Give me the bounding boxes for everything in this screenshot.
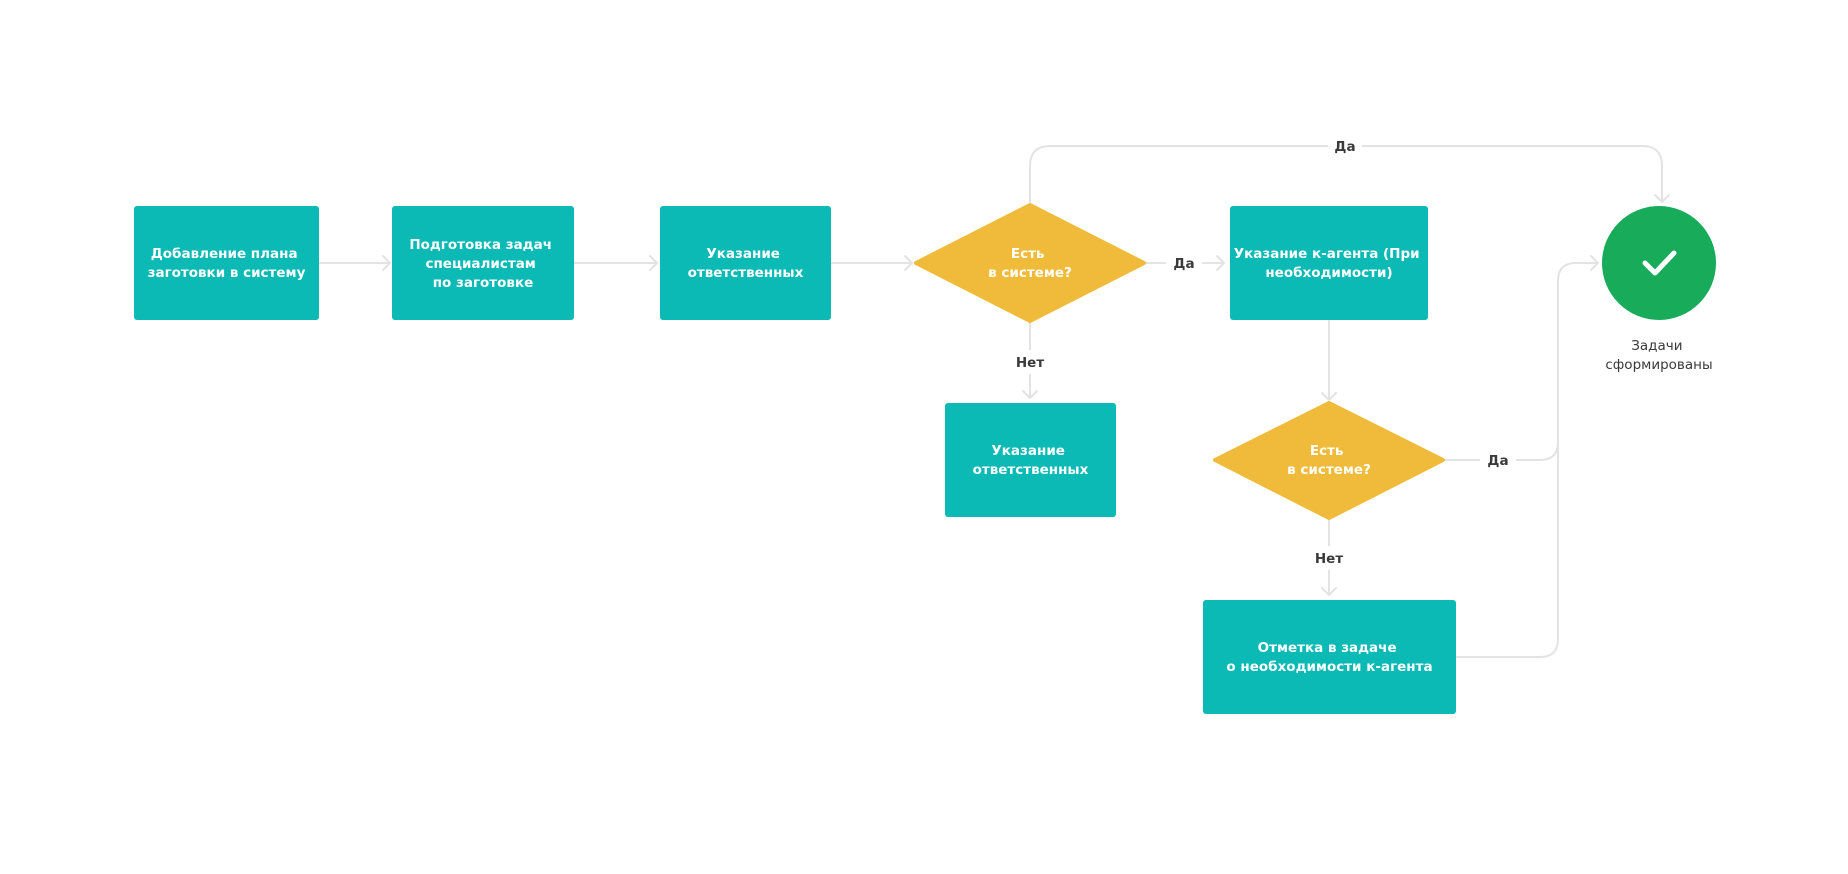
svg-text:Подготовка задач специал: Подготовка задач специалистам по заготов… [409, 237, 556, 291]
node-prepare-tasks: Подготовка задач специалистам по заготов… [392, 206, 574, 320]
edge-label-decision2-yes: Да [1487, 453, 1508, 469]
node-assign-responsible-2-line-2: ответственных [973, 462, 1089, 478]
svg-text:Есть в системе?: Есть в системе? [988, 246, 1072, 281]
node-decision-2: Есть в системе? [1213, 401, 1445, 520]
node-decision-2-line-2: в системе? [1287, 462, 1371, 478]
node-add-plan-line-1: Добавление плана [151, 246, 298, 262]
svg-text:Указание к-агента (При н: Указание к-агента (При необходимости) [1234, 246, 1425, 281]
edge-decision2-yes [1442, 255, 1599, 461]
node-assign-agent: Указание к-агента (При необходимости) [1230, 206, 1428, 320]
node-assign-responsible-2: Указание ответственных [945, 403, 1116, 517]
svg-text:Есть в системе?: Есть в системе? [1287, 443, 1371, 478]
node-add-plan: Добавление плана заготовки в систему [134, 206, 319, 320]
node-add-plan-line-2: заготовки в систему [148, 265, 306, 281]
node-decision-1-line-2: в системе? [988, 265, 1072, 281]
node-assign-responsible-1: Указание ответственных [660, 206, 831, 320]
check-icon [1642, 250, 1677, 276]
svg-text:Указание ответственных: Указание ответственных [973, 443, 1089, 478]
node-tasks-formed-line-1: Задачи [1631, 338, 1682, 354]
edge-label-top-yes: Да [1334, 139, 1355, 155]
svg-text:Указание ответственных: Указание ответственных [688, 246, 804, 281]
svg-text:Отметка в задаче о необх: Отметка в задаче о необходимости к-агент… [1226, 640, 1432, 675]
svg-text:Добавление плана заготов: Добавление плана заготовки в систему [148, 246, 306, 281]
edge-mark-to-join [1455, 439, 1559, 658]
svg-text:Задачи сформированы: Задачи сформированы [1605, 338, 1712, 373]
node-prepare-tasks-line-2: специалистам [425, 256, 535, 272]
node-assign-agent-line-2: необходимости) [1265, 265, 1392, 281]
node-tasks-formed: Задачи сформированы [1602, 206, 1716, 373]
node-assign-responsible-1-line-2: ответственных [688, 265, 804, 281]
edge-label-decision1-no: Нет [1016, 355, 1044, 371]
edge-agent-to-decision2 [1321, 319, 1337, 401]
node-decision-1-line-1: Есть [1011, 246, 1045, 262]
edge-add-to-prepare [318, 255, 391, 271]
edge-assign-to-decision1 [830, 255, 913, 271]
node-assign-agent-line-1: Указание к-агента (При [1234, 246, 1420, 262]
edge-label-decision2-no: Нет [1315, 551, 1343, 567]
edge-labels: Да Да Нет Да Нет [1009, 134, 1516, 570]
node-assign-responsible-1-line-1: Указание [706, 246, 780, 262]
edge-label-decision1-yes: Да [1173, 256, 1194, 272]
node-decision-1: Есть в системе? [914, 203, 1146, 323]
node-mark-agent-needed-line-1: Отметка в задаче [1258, 640, 1397, 656]
node-prepare-tasks-line-1: Подготовка задач [409, 237, 552, 253]
connectors [318, 145, 1670, 658]
node-decision-2-line-1: Есть [1310, 443, 1344, 459]
node-tasks-formed-line-2: сформированы [1605, 357, 1712, 373]
edge-prepare-to-assign [573, 255, 658, 271]
node-mark-agent-needed-line-2: о необходимости к-агента [1226, 659, 1432, 675]
node-prepare-tasks-line-3: по заготовке [433, 275, 534, 291]
node-mark-agent-needed: Отметка в задаче о необходимости к-агент… [1203, 600, 1456, 714]
node-assign-responsible-2-line-1: Указание [991, 443, 1065, 459]
